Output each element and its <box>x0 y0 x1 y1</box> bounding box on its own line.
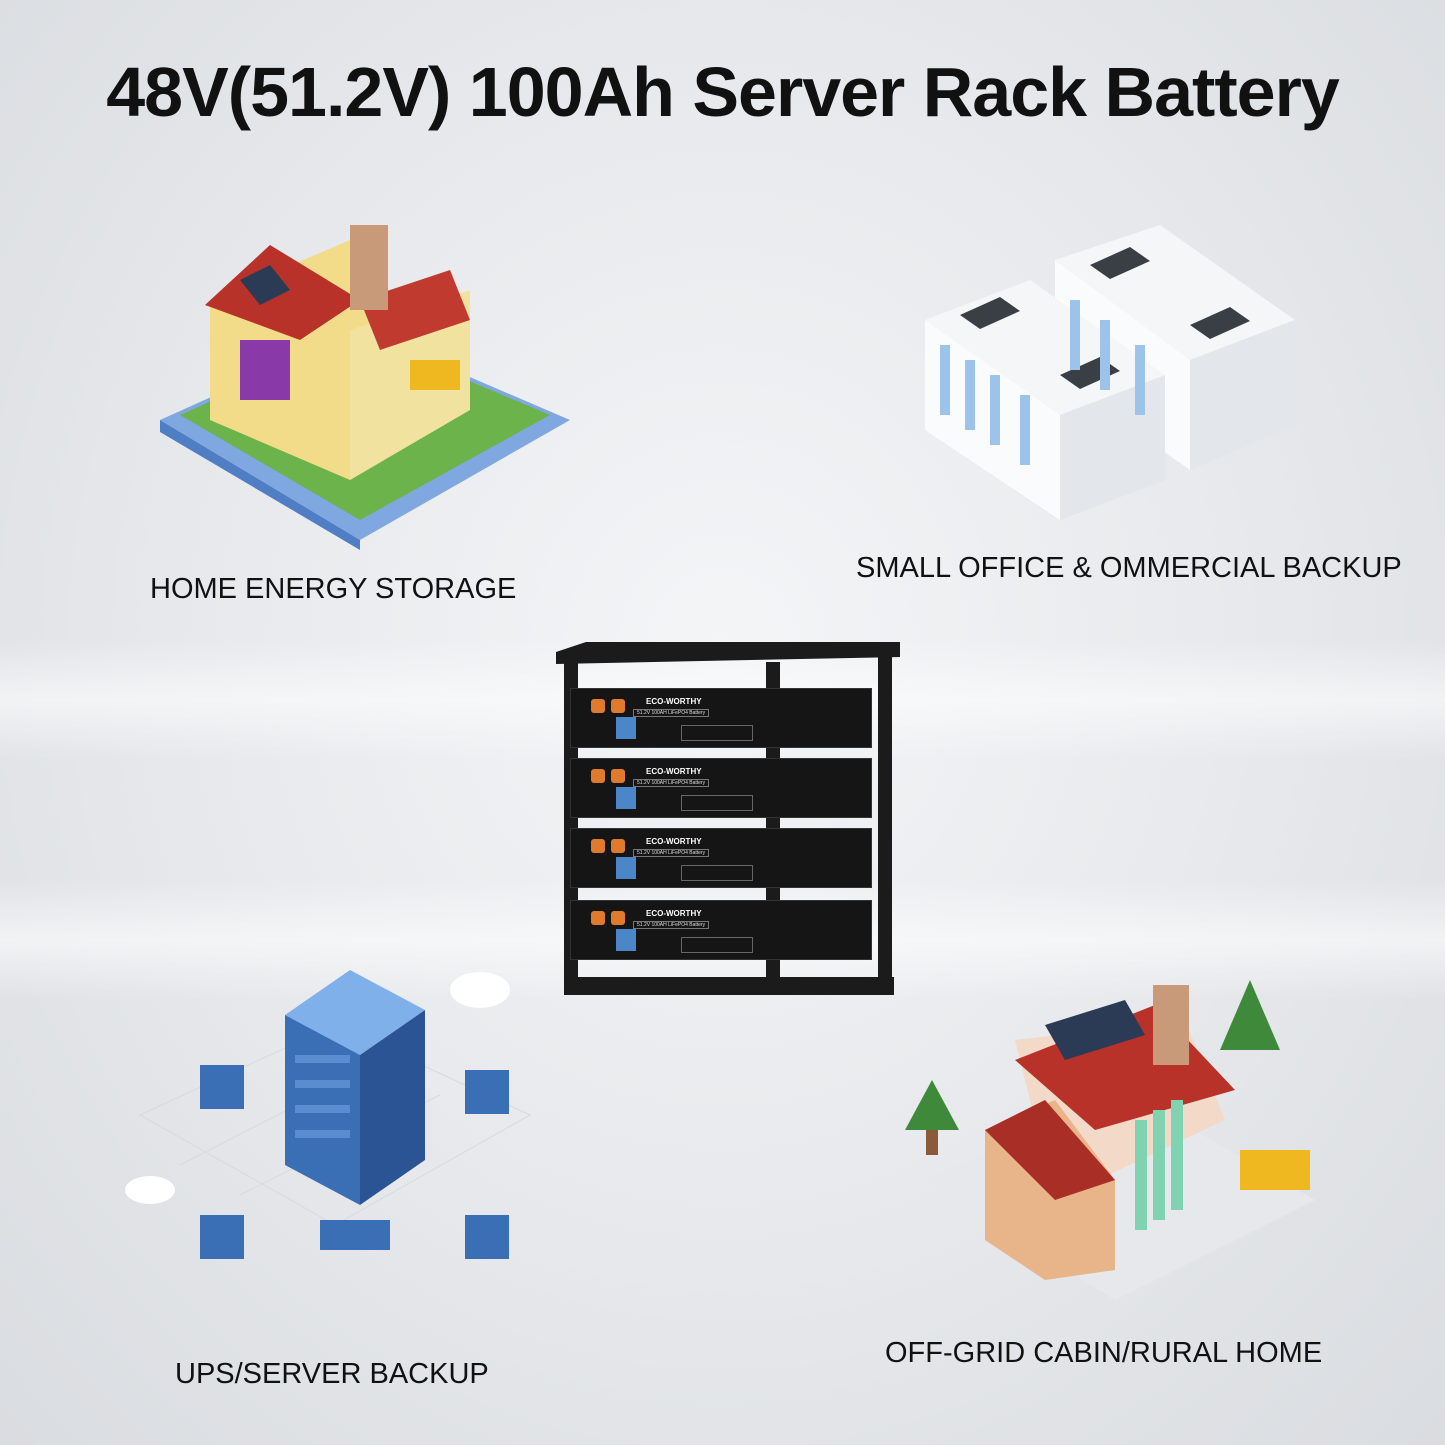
cabin-icon <box>905 980 1315 1300</box>
port-panel <box>681 725 753 741</box>
brand-label: ECO-WORTHY <box>646 697 702 706</box>
negative-terminal-icon <box>611 699 625 713</box>
positive-terminal-icon <box>591 911 605 925</box>
negative-terminal-icon <box>611 911 625 925</box>
brand-label: ECO-WORTHY <box>646 909 702 918</box>
display-panel <box>616 717 636 739</box>
model-label: 51.2V 100AH LiFePO4 Battery <box>633 921 710 929</box>
port-panel <box>681 865 753 881</box>
battery-module: ECO-WORTHY 51.2V 100AH LiFePO4 Battery <box>570 758 872 818</box>
positive-terminal-icon <box>591 769 605 783</box>
display-panel <box>616 787 636 809</box>
home-energy-storage-label: HOME ENERGY STORAGE <box>150 573 517 605</box>
page-title: 48V(51.2V) 100Ah Server Rack Battery <box>106 53 1340 131</box>
brand-label: ECO-WORTHY <box>646 767 702 776</box>
off-grid-cabin-label: OFF-GRID CABIN/RURAL HOME <box>885 1337 1323 1369</box>
model-label: 51.2V 100AH LiFePO4 Battery <box>633 709 710 717</box>
battery-module: ECO-WORTHY 51.2V 100AH LiFePO4 Battery <box>570 828 872 888</box>
server-icon <box>125 970 532 1259</box>
office-backup-label: SMALL OFFICE & OMMERCIAL BACKUP <box>856 552 1402 584</box>
display-panel <box>616 857 636 879</box>
model-label: 51.2V 100AH LiFePO4 Battery <box>633 779 710 787</box>
negative-terminal-icon <box>611 769 625 783</box>
positive-terminal-icon <box>591 839 605 853</box>
display-panel <box>616 929 636 951</box>
positive-terminal-icon <box>591 699 605 713</box>
brand-label: ECO-WORTHY <box>646 837 702 846</box>
office-buildings-icon <box>925 225 1295 520</box>
negative-terminal-icon <box>611 839 625 853</box>
battery-module: ECO-WORTHY 51.2V 100AH LiFePO4 Battery <box>570 688 872 748</box>
model-label: 51.2V 100AH LiFePO4 Battery <box>633 849 710 857</box>
ups-server-backup-label: UPS/SERVER BACKUP <box>175 1358 489 1390</box>
battery-module: ECO-WORTHY 51.2V 100AH LiFePO4 Battery <box>570 900 872 960</box>
house-icon <box>160 225 570 550</box>
port-panel <box>681 795 753 811</box>
port-panel <box>681 937 753 953</box>
